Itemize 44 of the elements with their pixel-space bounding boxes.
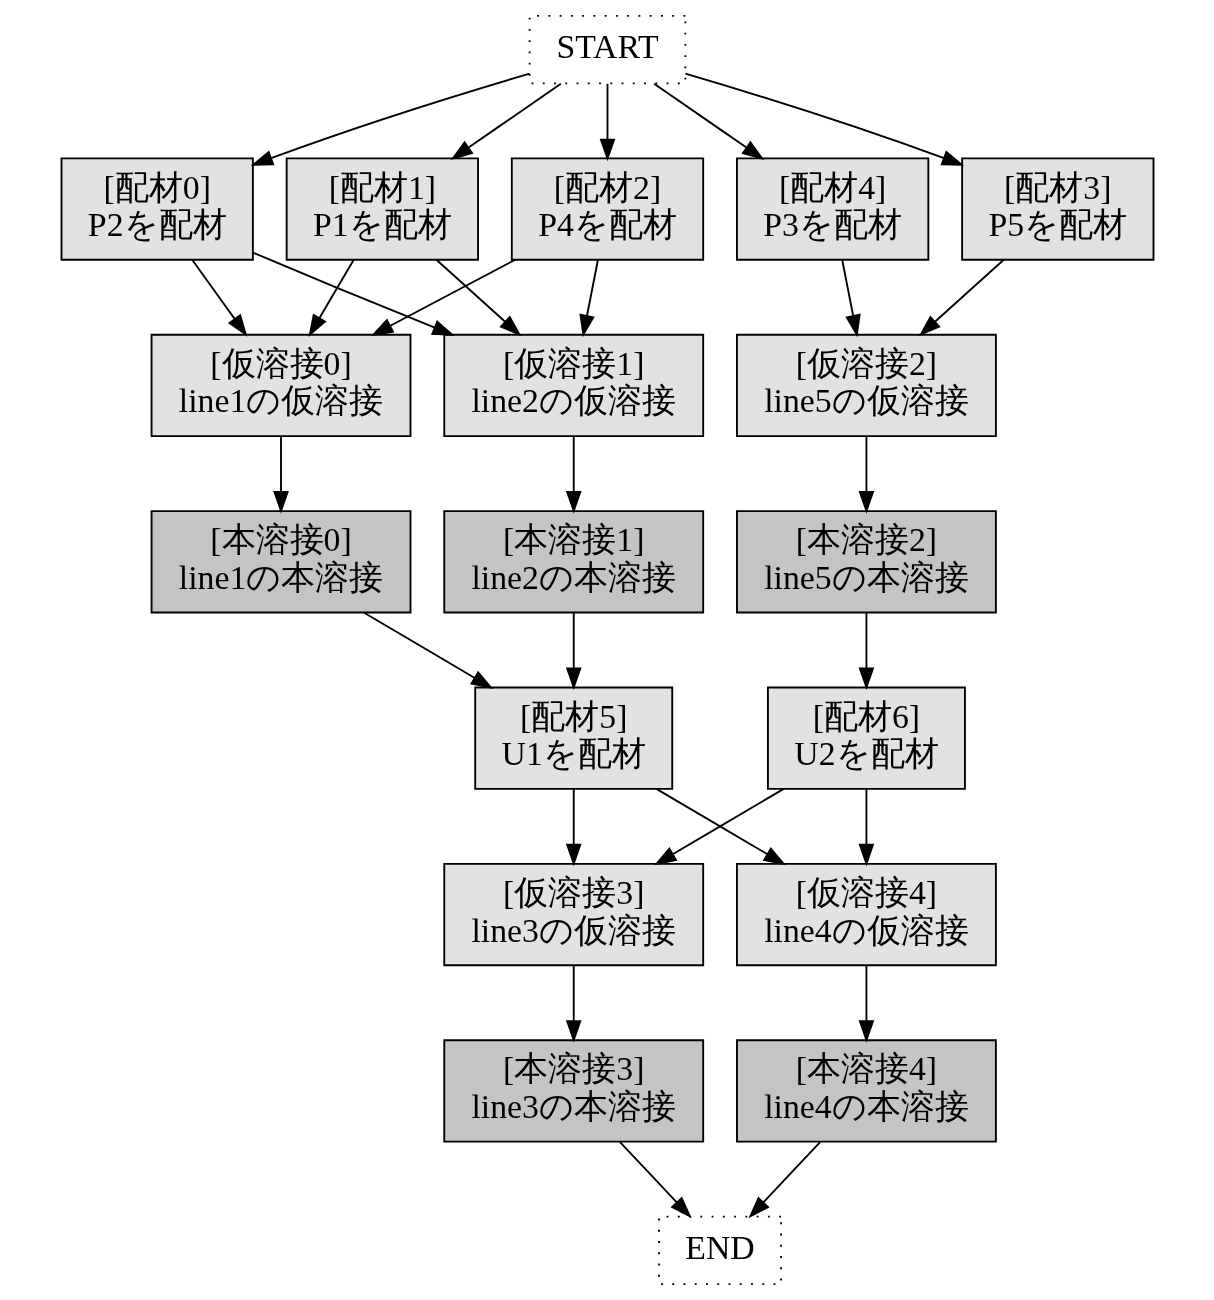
node-box: [本溶接2] line5の本溶接 — [735, 510, 997, 614]
node-box: [本溶接3] line3の本溶接 — [442, 1039, 704, 1143]
node-box: [仮溶接0] line1の仮溶接 — [150, 333, 411, 438]
node-box: [仮溶接3] line3の仮溶接 — [442, 862, 704, 967]
node-box: [仮溶接1] line2の仮溶接 — [442, 333, 704, 438]
arrow — [250, 72, 531, 166]
arrow — [858, 788, 874, 867]
node-box: END — [657, 1215, 782, 1286]
node-box: [仮溶接2] line5の仮溶接 — [735, 333, 997, 438]
node-box: [本溶接0] line1の本溶接 — [150, 510, 411, 614]
node-box: [配材0] P2を配材 — [60, 157, 254, 261]
arrow — [858, 435, 874, 514]
arrow — [565, 964, 582, 1043]
arrow — [652, 82, 764, 160]
arrow — [251, 251, 455, 336]
arrow — [918, 259, 1004, 337]
node-box: START — [528, 14, 686, 85]
arrow — [435, 259, 521, 337]
arrow — [190, 259, 247, 337]
arrow — [840, 259, 861, 338]
node-box: [配材5] U1を配材 — [473, 686, 673, 790]
arrow — [618, 1141, 692, 1219]
arrow — [565, 611, 582, 691]
arrow — [747, 1141, 821, 1219]
arrow — [450, 82, 562, 160]
arrow — [362, 611, 493, 689]
arrow — [370, 259, 516, 337]
node-box: [配材4] P3を配材 — [735, 157, 929, 261]
node-box: [配材2] P4を配材 — [510, 157, 704, 261]
arrow — [307, 259, 354, 337]
node-box: [配材1] P1を配材 — [285, 157, 479, 261]
node-box: [本溶接1] line2の本溶接 — [442, 510, 704, 614]
node-box: [配材3] P5を配材 — [960, 157, 1154, 261]
arrow — [578, 259, 599, 338]
arrow — [858, 611, 874, 691]
arrow — [272, 435, 289, 514]
arrow — [599, 82, 615, 162]
node-box: [本溶接4] line4の本溶接 — [735, 1039, 997, 1143]
arrow — [565, 435, 582, 514]
arrow — [858, 964, 874, 1043]
node-box: [仮溶接4] line4の仮溶接 — [735, 862, 997, 967]
arrow — [565, 788, 582, 867]
node-box: [配材6] U2を配材 — [766, 686, 966, 790]
arrow — [683, 72, 964, 166]
